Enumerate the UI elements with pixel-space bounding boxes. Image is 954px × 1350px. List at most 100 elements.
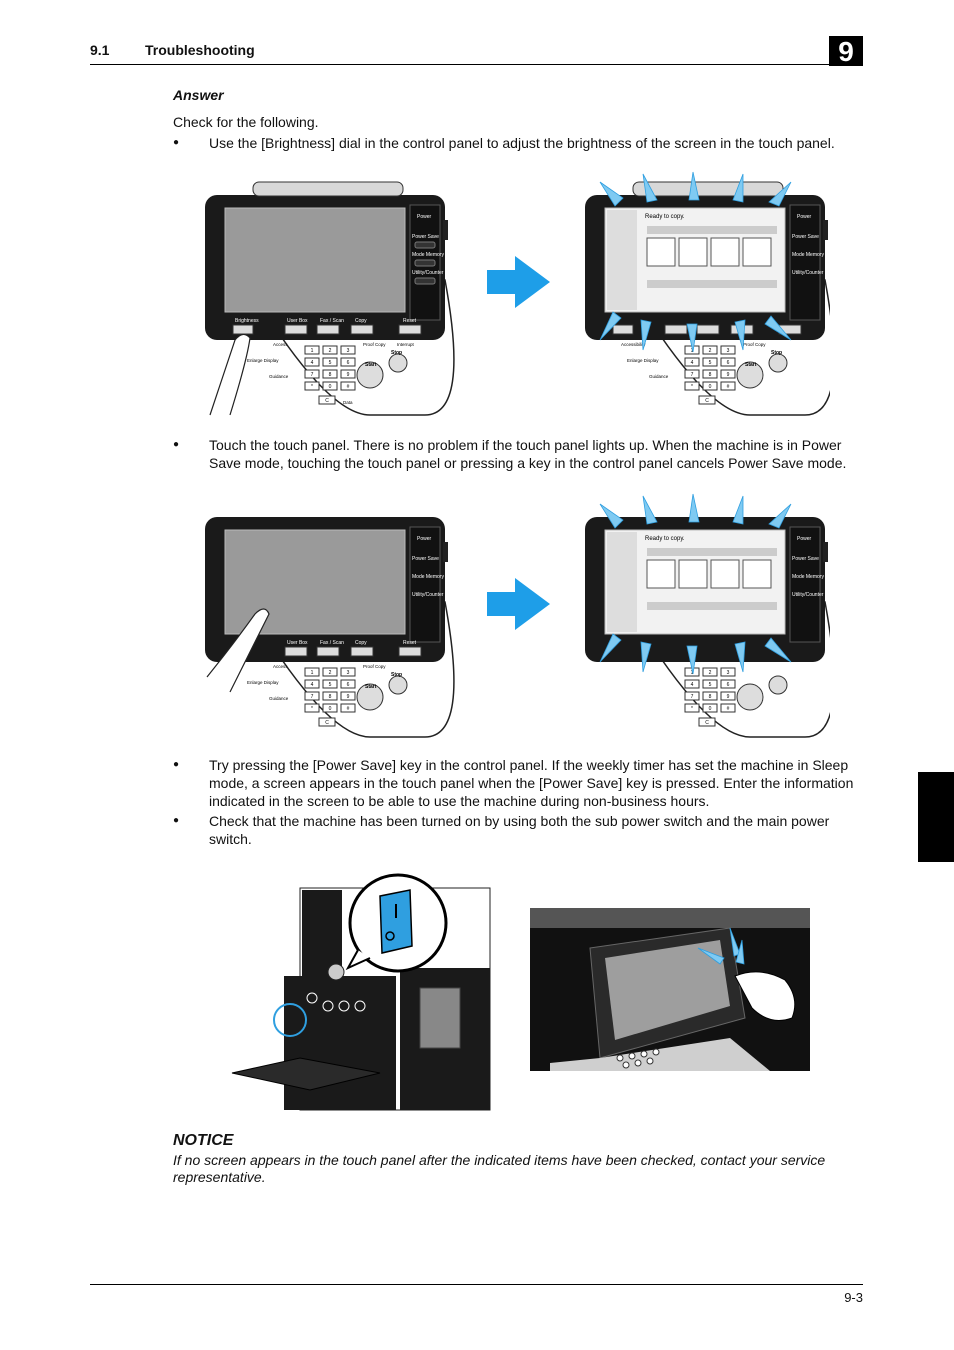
fax-scan-label: Fax / Scan xyxy=(320,318,344,324)
svg-text:Stop: Stop xyxy=(771,350,782,356)
reset-label: Reset xyxy=(403,318,417,324)
svg-text:Power Save: Power Save xyxy=(792,556,819,562)
notice-title: NOTICE xyxy=(173,1132,234,1149)
footer-rule xyxy=(90,1284,863,1285)
right-arrow-icon xyxy=(487,256,550,308)
control-panel-off: Power Power Save Mode Memory Utility/Cou… xyxy=(205,516,455,738)
touch-screen-dim xyxy=(224,207,406,313)
svg-text:Mode Memory: Mode Memory xyxy=(792,574,824,580)
proof-copy-label: Proof Copy xyxy=(363,342,386,347)
keypad-key-label: 3 xyxy=(347,670,350,676)
keypad-key-label: 9 xyxy=(727,694,730,700)
keypad-key-label: 4 xyxy=(691,360,694,366)
keypad-key-label: 5 xyxy=(329,360,332,366)
keypad-key-label: 1 xyxy=(311,670,314,676)
keypad-key-label: C xyxy=(705,398,709,404)
svg-text:Start: Start xyxy=(745,362,757,368)
keypad-key-label: C xyxy=(705,720,709,726)
svg-text:Power Save: Power Save xyxy=(792,234,819,240)
keypad-key-label: 5 xyxy=(709,360,712,366)
svg-text:Stop: Stop xyxy=(391,672,402,678)
keypad-key-label: 7 xyxy=(691,372,694,378)
stop-label: Stop xyxy=(391,350,402,356)
keypad-key-label: 4 xyxy=(691,682,694,688)
touch-panel-figure: Power Power Save Mode Memory Utility/Cou… xyxy=(205,493,830,738)
intro-text: Check for the following. xyxy=(173,114,319,130)
right-arrow-icon xyxy=(487,578,550,630)
svg-text:Power: Power xyxy=(797,214,812,220)
svg-text:Guidance: Guidance xyxy=(269,696,289,701)
light-ray-icons xyxy=(599,171,792,353)
keypad-key-label: 2 xyxy=(329,348,332,354)
keypad-key-label: 7 xyxy=(311,694,314,700)
power-switch-figure xyxy=(231,873,810,1111)
keypad-key-label: 6 xyxy=(727,682,730,688)
finger-icon xyxy=(209,333,251,416)
brightness-dial[interactable] xyxy=(232,324,254,335)
keypad-key-label: 7 xyxy=(311,372,314,378)
keypad-key-label: 0 xyxy=(709,706,712,712)
section-title: Troubleshooting xyxy=(145,42,255,58)
guidance-label: Guidance xyxy=(269,374,289,379)
keypad-key-label: 6 xyxy=(347,682,350,688)
power-save-key-label: Power Save xyxy=(412,234,439,240)
keypad-key-label: * xyxy=(311,706,313,712)
page-number: 9-3 xyxy=(844,1290,863,1305)
keypad-key-label: 0 xyxy=(329,706,332,712)
keypad-key-label: 9 xyxy=(347,372,350,378)
main-switch-highlight-circle xyxy=(273,1003,307,1037)
ready-to-copy-label: Ready to copy. xyxy=(645,214,685,220)
access-label: Access xyxy=(273,342,288,347)
keypad-key-label: 5 xyxy=(329,682,332,688)
keypad-key-label: # xyxy=(727,384,730,390)
svg-text:Guidance: Guidance xyxy=(649,374,669,379)
keypad-key-label: 6 xyxy=(727,360,730,366)
copy-label: Copy xyxy=(355,318,367,324)
interrupt-label: Interrupt xyxy=(397,342,415,347)
keypad-key-label: 8 xyxy=(329,694,332,700)
bullet-text: Check that the machine has been turned o… xyxy=(209,813,830,847)
mode-memory-key-label: Mode Memory xyxy=(412,252,444,258)
keypad-key-label: 3 xyxy=(347,348,350,354)
enlarge-display-label: Enlarge Display xyxy=(247,358,279,363)
chapter-side-tab xyxy=(918,772,954,862)
control-panel-off: Power Power Save Mode Memory Utility/Cou… xyxy=(205,181,455,416)
svg-text:Enlarge Display: Enlarge Display xyxy=(247,680,279,685)
keypad-key-label: 2 xyxy=(709,670,712,676)
bullet-dot-icon: ● xyxy=(173,439,180,450)
bullet-dot-icon: ● xyxy=(173,815,180,826)
keypad-key-label: 8 xyxy=(709,694,712,700)
keypad-key-label: # xyxy=(727,706,730,712)
utility-counter-key-label: Utility/Counter xyxy=(412,270,444,276)
keypad-key-label: * xyxy=(691,706,693,712)
keypad-key-label: C xyxy=(325,720,329,726)
bullet-dot-icon: ● xyxy=(173,759,180,770)
start-label: Start xyxy=(365,362,377,368)
keypad-key-label: # xyxy=(347,384,350,390)
bullet-text: Try pressing the [Power Save] key in the… xyxy=(209,757,854,809)
machine-main-power-switch-illustration xyxy=(231,873,491,1111)
svg-text:Power Save: Power Save xyxy=(412,556,439,562)
light-ray-icons xyxy=(599,493,792,675)
svg-text:Start: Start xyxy=(365,684,377,690)
svg-text:Enlarge Display: Enlarge Display xyxy=(627,358,659,363)
user-box-label: User Box xyxy=(287,318,308,324)
keypad-key-label: 1 xyxy=(691,348,694,354)
keypad-key-label: 0 xyxy=(329,384,332,390)
svg-text:Utility/Counter: Utility/Counter xyxy=(792,592,824,598)
keypad-key-label: 1 xyxy=(691,670,694,676)
keypad-key-label: * xyxy=(311,384,313,390)
stop-button-icon xyxy=(388,353,408,373)
section-number: 9.1 xyxy=(90,42,110,58)
notice-text: If no screen appears in the touch panel … xyxy=(173,1152,826,1185)
control-panel-bright: Ready to copy. Power Power Save Mode Mem… xyxy=(584,171,830,416)
keypad-key-label: 8 xyxy=(329,372,332,378)
brightness-figure: Power Power Save Mode Memory Utility/Cou… xyxy=(205,171,830,416)
main-power-switch-icon xyxy=(379,889,413,954)
keypad-key-label: C xyxy=(325,398,329,404)
keypad-key-label: 4 xyxy=(311,682,314,688)
bullet-text: Touch the touch panel. There is no probl… xyxy=(209,437,847,471)
svg-text:Power: Power xyxy=(417,536,432,542)
light-ray-icons xyxy=(697,927,745,965)
